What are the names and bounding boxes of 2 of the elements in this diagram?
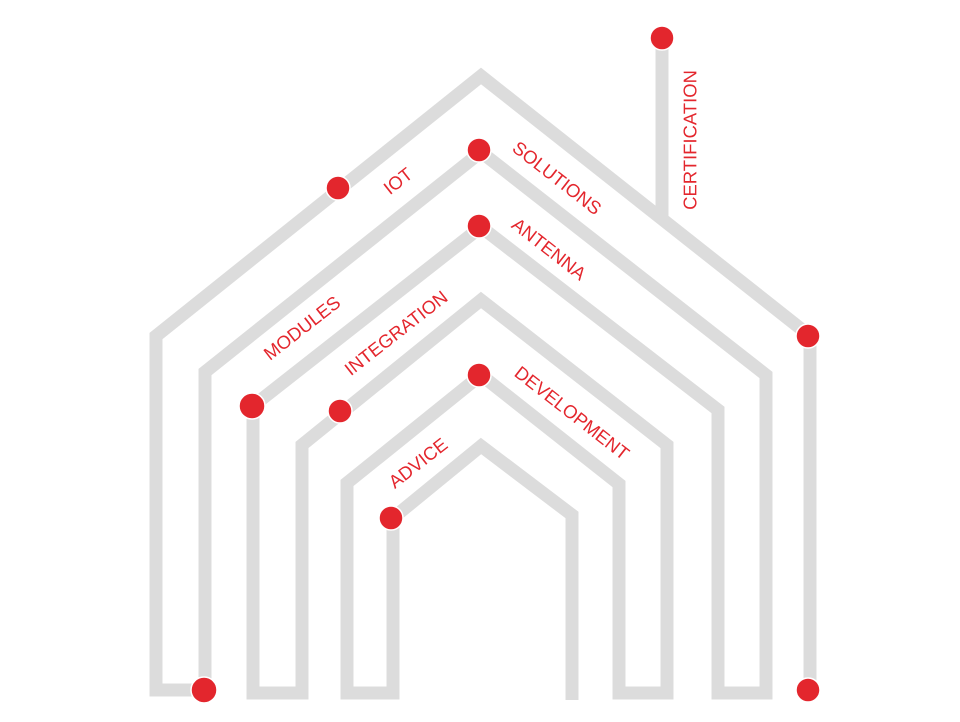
trace-label: CERTIFICATION bbox=[684, 72, 697, 209]
trace-label: IOT bbox=[383, 166, 410, 194]
